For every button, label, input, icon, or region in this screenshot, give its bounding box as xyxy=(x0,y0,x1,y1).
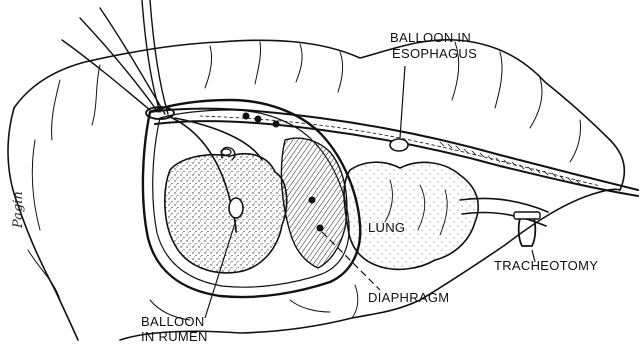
label-balloon-esophagus-2: ESOPHAGUS xyxy=(392,46,477,61)
label-lung: LUNG xyxy=(368,220,405,235)
label-tracheotomy: TRACHEOTOMY xyxy=(494,258,598,273)
rumen-balloon xyxy=(229,198,243,218)
artist-signature: Pagin xyxy=(11,191,26,229)
label-diaphragm: DIAPHRAGM xyxy=(368,290,449,305)
label-balloon-rumen-1: BALLOON xyxy=(141,314,205,329)
label-balloon-rumen-2: IN RUMEN xyxy=(141,329,208,344)
esophagus-balloon xyxy=(390,139,408,151)
lung xyxy=(344,162,478,269)
label-balloon-esophagus-1: BALLOON IN xyxy=(390,30,471,45)
